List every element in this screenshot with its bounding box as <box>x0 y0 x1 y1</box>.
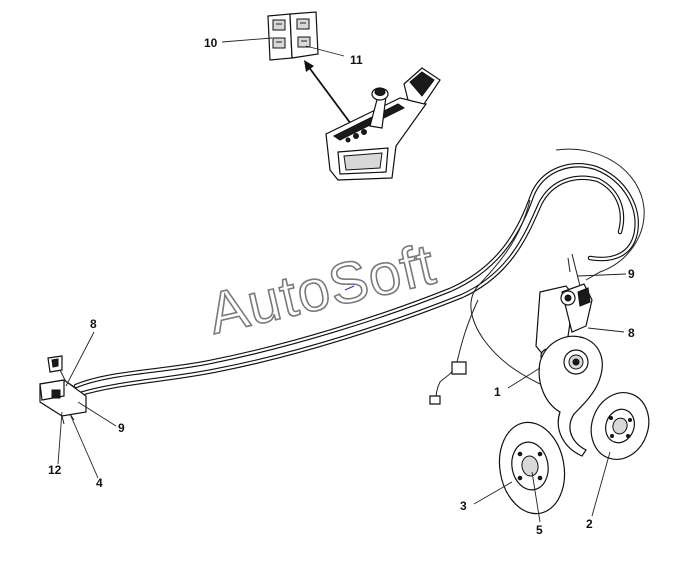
callout-10: 10 <box>204 36 218 50</box>
callout-9-right: 9 <box>628 267 635 281</box>
switch-panel <box>267 11 319 61</box>
left-connector-assembly <box>39 355 87 425</box>
cable-harness <box>73 148 645 405</box>
brake-sensor-assembly <box>535 253 603 457</box>
callout-5: 5 <box>536 523 543 537</box>
callout-8-left: 8 <box>90 317 97 331</box>
callouts: 10 11 9 8 1 2 3 5 8 9 12 4 <box>48 36 635 537</box>
callout-1: 1 <box>494 385 501 399</box>
callout-9-left: 9 <box>118 421 125 435</box>
callout-3: 3 <box>460 499 467 513</box>
callout-8-right: 8 <box>628 326 635 340</box>
callout-4: 4 <box>96 476 103 490</box>
arrow-console-to-panel <box>304 60 355 129</box>
brake-disc-3 <box>498 421 566 515</box>
callout-2: 2 <box>586 517 593 531</box>
operator-console <box>325 67 441 181</box>
watermark-text: AutoSoft <box>202 231 441 346</box>
callout-11: 11 <box>350 53 363 67</box>
callout-12: 12 <box>48 463 62 477</box>
brake-disc-2 <box>590 392 650 460</box>
leader-lines <box>57 37 627 523</box>
